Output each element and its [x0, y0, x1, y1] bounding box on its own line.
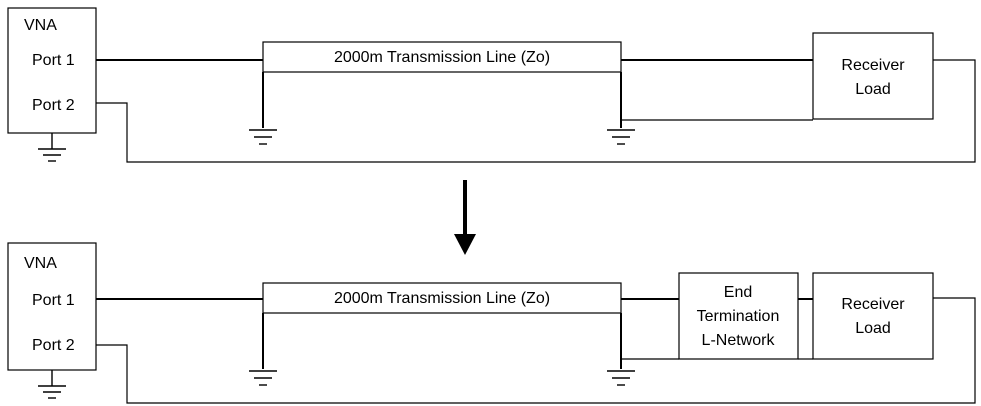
bottom-termination-box [678, 272, 799, 360]
bottom-tline-label: 2000m Transmission Line (Zo) [334, 290, 550, 307]
bottom-term-line1: End [724, 284, 752, 301]
bottom-tline-box [262, 282, 622, 314]
top-receiver-box [812, 32, 934, 120]
top-tline-right-ground-icon [607, 129, 635, 145]
arrow-down-icon [454, 180, 476, 255]
top-port2-return-wire [96, 59, 976, 163]
bottom-port1-label: Port 1 [32, 292, 75, 309]
top-vna-label: VNA [24, 17, 57, 34]
bottom-term-line3: L-Network [702, 332, 776, 349]
top-tline-box [262, 41, 622, 73]
top-tline-label: 2000m Transmission Line (Zo) [334, 49, 550, 66]
bottom-receiver-line2: Load [855, 320, 891, 337]
top-receiver-line2: Load [855, 81, 891, 98]
top-diagram: VNA Port 1 Port 2 2000m Transmission Lin… [7, 7, 976, 163]
bottom-diagram: VNA Port 1 Port 2 2000m Transmission Lin… [7, 242, 976, 404]
bottom-port2-label: Port 2 [32, 337, 75, 354]
top-receiver-line1: Receiver [841, 57, 905, 74]
top-vna-box [7, 7, 97, 134]
top-port1-label: Port 1 [32, 52, 75, 69]
bottom-receiver-box [812, 272, 934, 360]
top-tline-left-ground-icon [249, 129, 277, 145]
bottom-tline-left-ground-icon [249, 370, 277, 386]
bottom-term-line2: Termination [697, 308, 780, 325]
top-port2-label: Port 2 [32, 97, 75, 114]
bottom-vna-label: VNA [24, 255, 57, 272]
bottom-tline-right-ground-icon [607, 370, 635, 386]
bottom-vna-box [7, 242, 97, 371]
bottom-port2-return-wire [96, 297, 976, 404]
bottom-vna-ground-icon [38, 370, 66, 399]
top-vna-ground-icon [38, 133, 66, 162]
bottom-receiver-line1: Receiver [841, 296, 905, 313]
